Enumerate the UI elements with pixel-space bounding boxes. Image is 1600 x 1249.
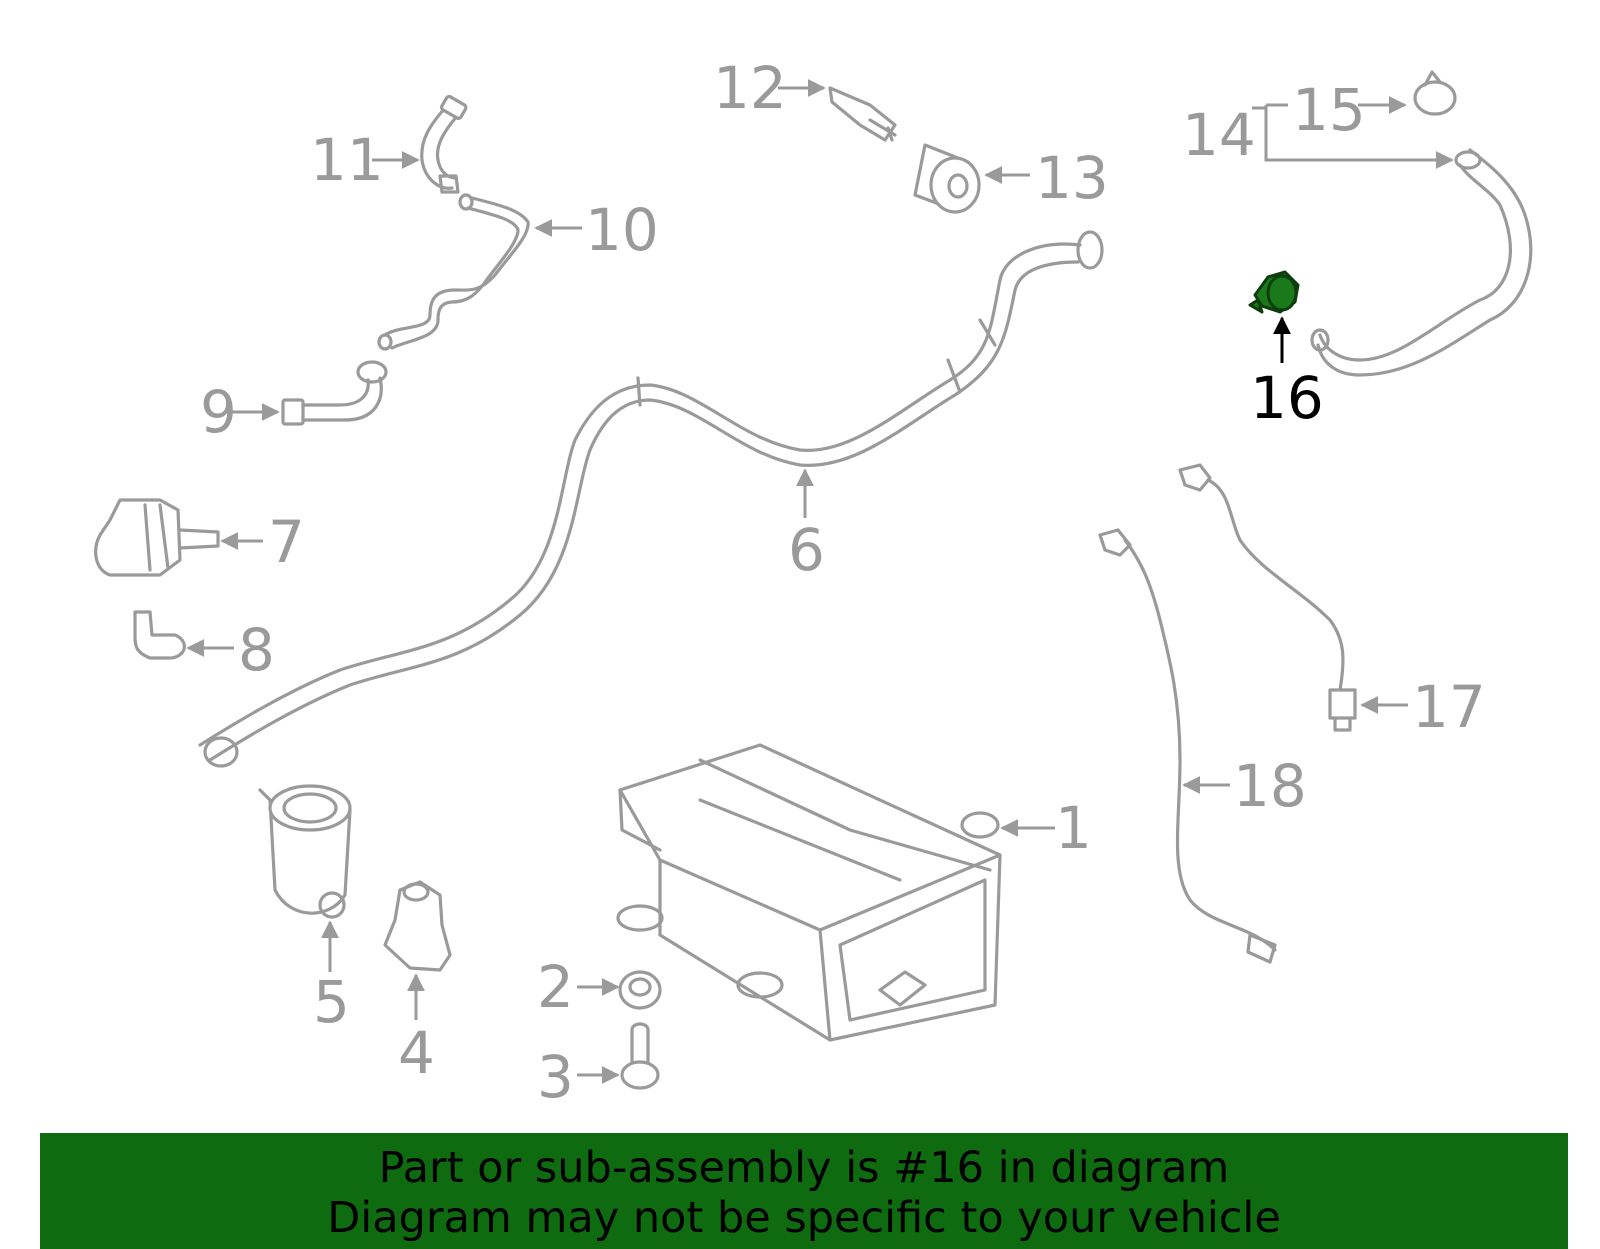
callout-4: 4	[398, 1019, 435, 1087]
part-8-bracket	[133, 610, 186, 660]
part-7-purge-valve	[94, 498, 220, 577]
part-12-check-valve	[828, 86, 897, 142]
callout-16: 16	[1250, 364, 1324, 432]
callout-9: 9	[200, 378, 237, 446]
callout-10: 10	[585, 196, 659, 264]
callout-11: 11	[310, 126, 384, 194]
leader-arrows	[186, 79, 1452, 1084]
part-10-hose	[377, 193, 530, 351]
info-banner: Part or sub-assembly is #16 in diagram D…	[40, 1133, 1568, 1249]
part-16-hose-clamp[interactable]	[1248, 270, 1300, 314]
part-14-hose	[1310, 148, 1533, 377]
callout-5: 5	[313, 968, 350, 1036]
part-13-grommet	[913, 143, 981, 214]
callout-1: 1	[1055, 794, 1092, 862]
callout-3: 3	[537, 1043, 574, 1111]
banner-line-part: Part or sub-assembly is #16 in diagram	[378, 1143, 1230, 1193]
callout-18: 18	[1233, 752, 1307, 820]
callout-2: 2	[537, 953, 574, 1021]
part-18-oxygen-sensor	[1098, 528, 1277, 964]
callout-13: 13	[1035, 144, 1109, 212]
callout-7: 7	[268, 508, 305, 576]
part-3-bolt	[620, 1022, 660, 1090]
banner-line-disclaimer: Diagram may not be specific to your vehi…	[327, 1193, 1281, 1243]
callout-8: 8	[238, 616, 275, 684]
part-1-evap-canister	[616, 743, 1002, 1042]
part-5-filter	[258, 784, 352, 919]
callout-17: 17	[1412, 673, 1486, 741]
part-6-vapor-hose	[198, 230, 1104, 768]
part-15-clamp	[1413, 70, 1457, 116]
callout-12: 12	[713, 54, 787, 122]
callout-6: 6	[788, 516, 825, 584]
callout-labels: 1 2 3 4 5 6 7 8 9 10 11 12 13 14 15 16 1…	[200, 54, 1486, 1111]
callout-15: 15	[1292, 76, 1366, 144]
part-4-bracket	[383, 880, 452, 972]
part-17-oxygen-sensor	[1178, 463, 1357, 732]
part-11-elbow-connector	[420, 94, 468, 194]
part-9-hose-connector	[281, 360, 388, 426]
part-2-nut	[618, 970, 662, 1010]
callout-14: 14	[1182, 101, 1256, 169]
